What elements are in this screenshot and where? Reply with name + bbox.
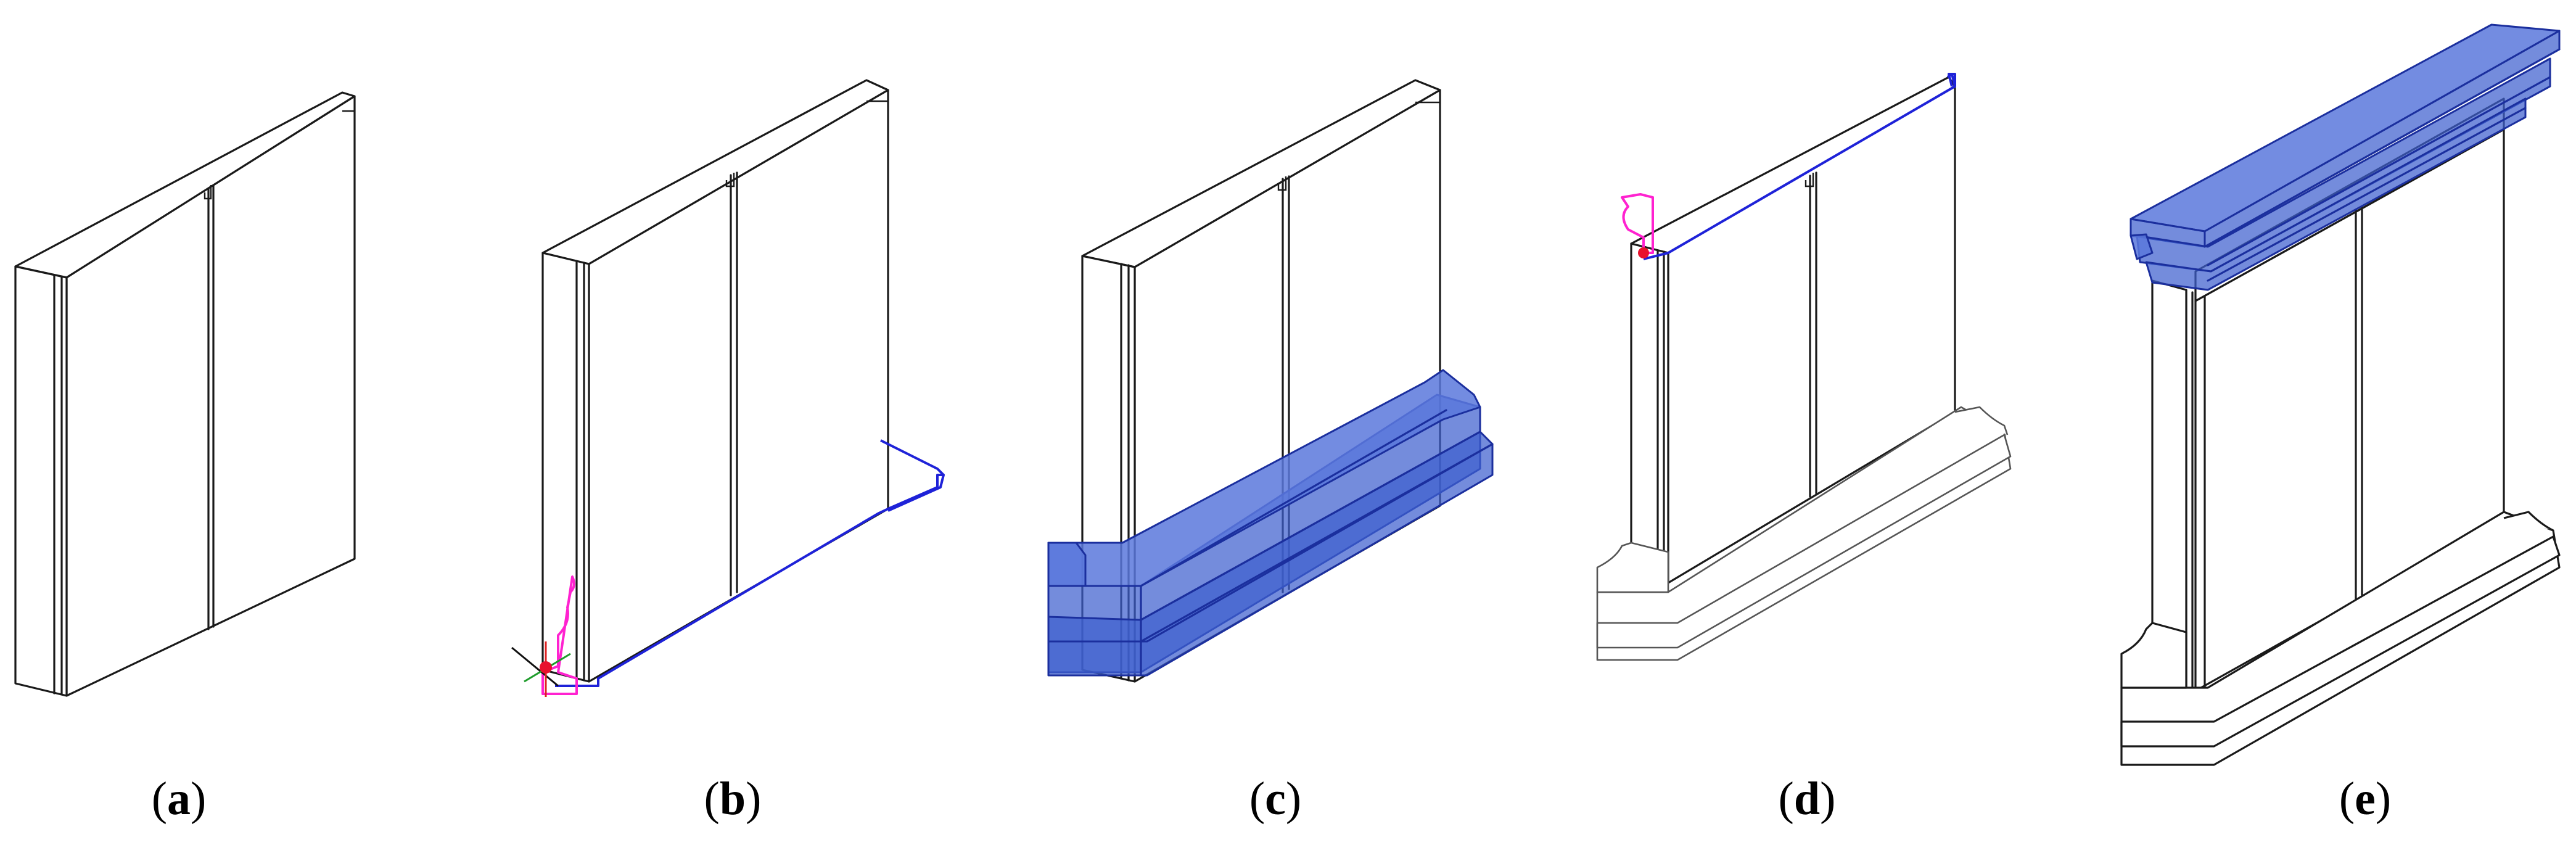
- panel-c-label: (c): [1249, 773, 1301, 825]
- panel-b-sweep-path: [555, 474, 945, 687]
- panel-b-anchor-point: [511, 641, 571, 697]
- panel-b-label: (b): [704, 773, 762, 825]
- panel-a-label: (a): [152, 773, 207, 825]
- panel-e-label: (e): [2339, 773, 2391, 825]
- panel-c-base-molding-selected: [1047, 369, 1494, 677]
- panel-b-wall-model: [541, 79, 889, 683]
- panel-a-wall-model: [14, 91, 356, 697]
- panel-e-cornice-selected: [2130, 23, 2561, 291]
- panel-d-label: (d): [1779, 773, 1836, 825]
- panel-d-profile-curve: [1621, 193, 1654, 254]
- panel-b-profile-curve: [541, 575, 578, 695]
- panel-d-wall-model: [1596, 76, 2012, 661]
- panel-d-anchor-point: [1638, 247, 1649, 258]
